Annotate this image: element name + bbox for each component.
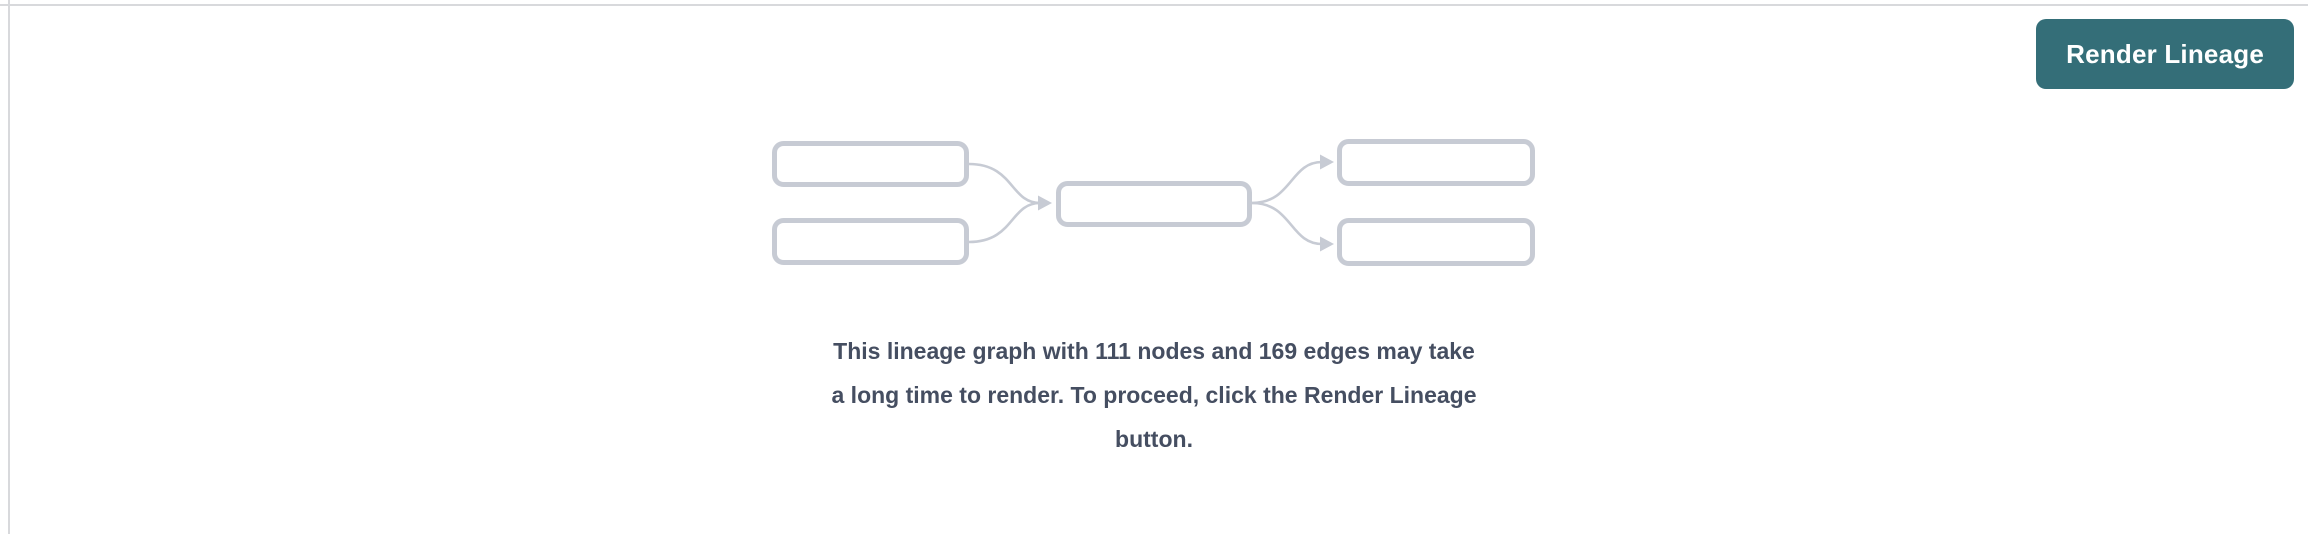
- arrowhead-into-topright: [1320, 154, 1334, 170]
- edge-bottomleft-to-center: [968, 201, 1041, 244]
- render-lineage-button[interactable]: Render Lineage: [2036, 19, 2294, 89]
- warning-message-line-2: a long time to render. To proceed, click…: [831, 382, 1477, 408]
- node-box-bottom-left: [772, 218, 969, 265]
- lineage-warning-message: This lineage graph with 111 nodes and 16…: [0, 329, 2308, 461]
- pane-divider-left: [8, 0, 10, 534]
- edge-center-to-topright: [1251, 160, 1323, 205]
- lineage-graph-illustration-icon: [772, 139, 1535, 266]
- lineage-edges: [968, 160, 1323, 246]
- node-box-top-left: [772, 141, 969, 187]
- arrowhead-into-center: [1038, 195, 1052, 211]
- node-box-top-right: [1337, 139, 1535, 186]
- warning-message-line-3: button.: [1115, 426, 1193, 452]
- node-box-bottom-right: [1337, 218, 1535, 266]
- arrowhead-into-bottomright: [1320, 236, 1334, 252]
- lineage-arrowheads: [1038, 154, 1334, 252]
- lineage-nodes: [772, 139, 1535, 266]
- warning-message-line-1: This lineage graph with 111 nodes and 16…: [833, 338, 1475, 364]
- node-box-center: [1056, 181, 1252, 227]
- edge-center-to-bottomright: [1251, 201, 1323, 246]
- edge-topleft-to-center: [968, 162, 1041, 205]
- pane-top-border: [0, 4, 2308, 6]
